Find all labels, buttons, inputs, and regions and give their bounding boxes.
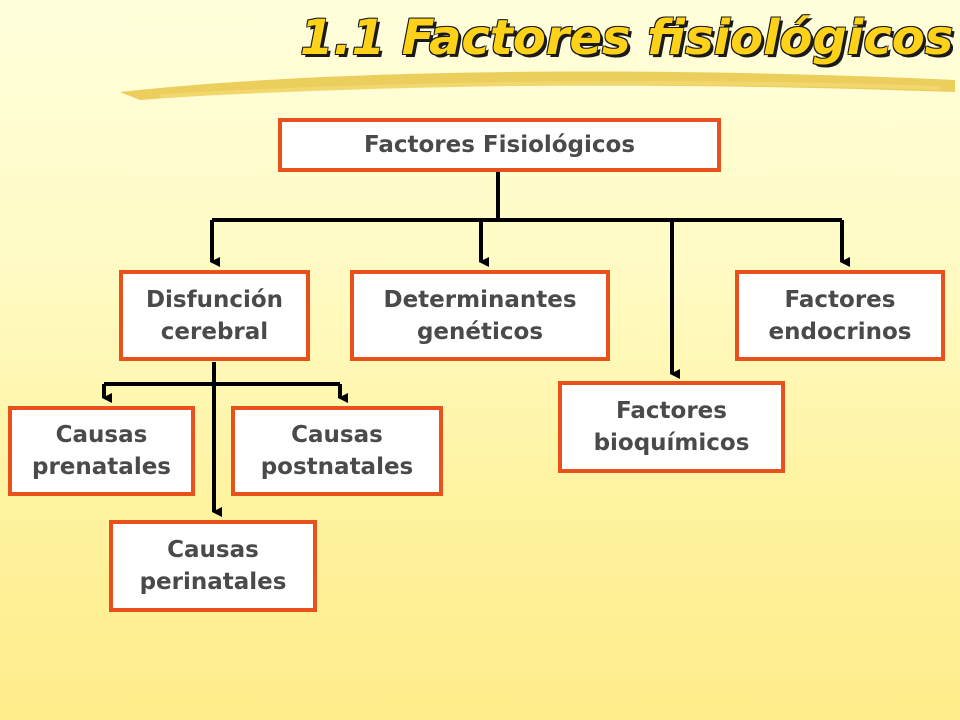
- node-causas-postnatales-label: Causas postnatales: [260, 422, 414, 480]
- node-causas-postnatales: Causas postnatales: [231, 406, 443, 496]
- node-factores-bioquimicos-label: Factores bioquímicos: [593, 398, 750, 456]
- slide-title: 1.1 Factores fisiológicos: [300, 10, 954, 66]
- node-disfuncion-cerebral-label: Disfunción cerebral: [145, 286, 284, 345]
- node-factores-endocrinos: Factores endocrinos: [735, 270, 945, 361]
- node-factores-endocrinos-label: Factores endocrinos: [768, 286, 912, 345]
- node-factores-fisiologicos: Factores Fisiológicos: [278, 118, 721, 172]
- node-causas-perinatales: Causas perinatales: [109, 520, 317, 612]
- node-causas-prenatales-label: Causas prenatales: [32, 422, 171, 480]
- node-determinantes-geneticos: Determinantes genéticos: [350, 270, 610, 361]
- node-determinantes-geneticos-label: Determinantes genéticos: [383, 286, 577, 345]
- node-factores-bioquimicos: Factores bioquímicos: [558, 381, 785, 473]
- node-causas-perinatales-label: Causas perinatales: [139, 537, 287, 595]
- node-factores-fisiologicos-label: Factores Fisiológicos: [363, 132, 636, 158]
- node-causas-prenatales: Causas prenatales: [8, 406, 195, 496]
- node-disfuncion-cerebral: Disfunción cerebral: [119, 270, 310, 361]
